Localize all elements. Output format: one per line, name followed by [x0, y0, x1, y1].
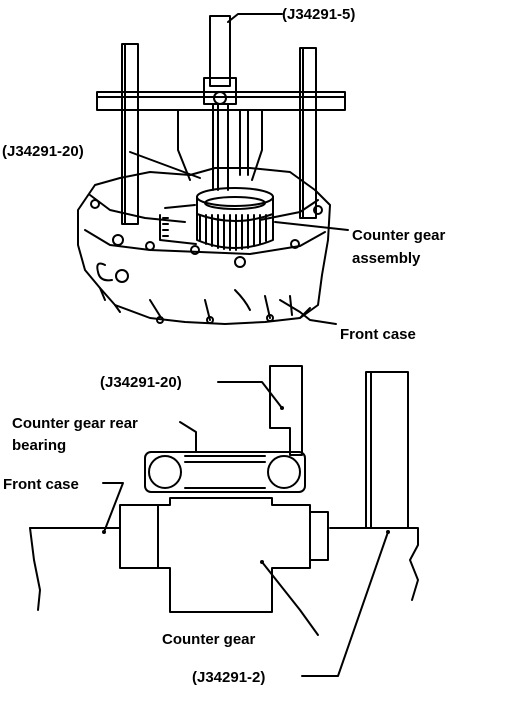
- label-rear-bearing-line1: Counter gear rear: [12, 415, 138, 432]
- leader-front-case-top: [279, 299, 337, 325]
- leader-counter-gear: [261, 561, 319, 636]
- label-counter-gear-assembly-line1: Counter gear: [352, 227, 446, 244]
- leader-tool-2: [301, 531, 389, 677]
- label-rear-bearing-line2: bearing: [12, 437, 66, 454]
- leader-front-case-bottom: [102, 482, 124, 533]
- label-counter-gear-assembly-line2: assembly: [352, 250, 421, 267]
- label-tool-5: (J34291-5): [282, 6, 355, 23]
- leader-counter-gear-assembly: [274, 221, 349, 231]
- front-case-upper-illustration: [77, 167, 331, 325]
- label-tool-20-top: (J34291-20): [2, 143, 84, 160]
- leader-tool-20-top: [129, 151, 201, 179]
- label-counter-gear: Counter gear: [162, 631, 256, 648]
- leader-tool-5: [227, 13, 283, 23]
- label-front-case-top: Front case: [340, 326, 416, 343]
- label-tool-2: (J34291-2): [192, 669, 265, 686]
- leader-rear-bearing: [179, 421, 197, 453]
- front-case-lower-section: [29, 365, 419, 613]
- puller-tool-j34291-5: [96, 15, 346, 225]
- leader-dots: [102, 406, 390, 564]
- leader-tool-20-bottom: [217, 381, 283, 409]
- label-tool-20-bottom: (J34291-20): [100, 374, 182, 391]
- label-front-case-bottom: Front case: [3, 476, 79, 493]
